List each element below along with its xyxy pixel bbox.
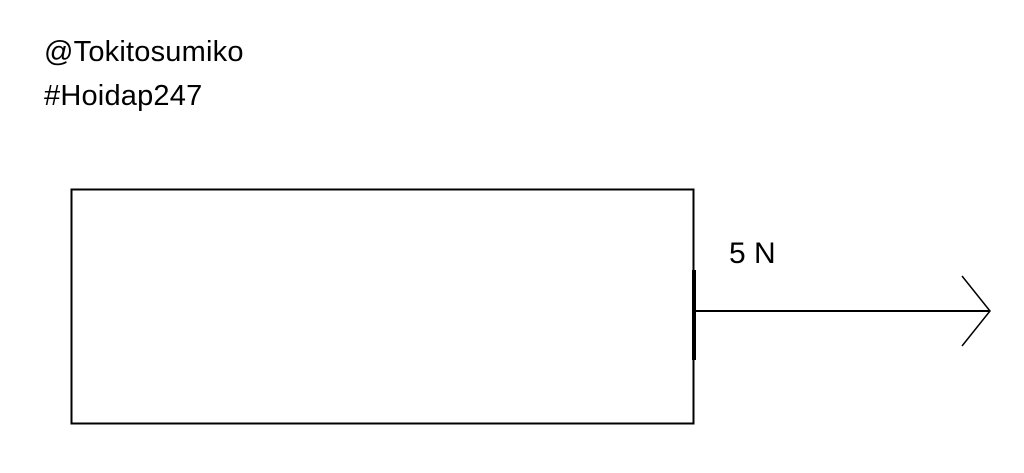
- watermark-handle: @Tokitosumiko: [44, 36, 244, 68]
- watermark-tag: #Hoidap247: [44, 80, 203, 112]
- block: [70, 188, 695, 425]
- force-arrow-head: [961, 275, 991, 347]
- force-label: 5 N: [729, 237, 776, 270]
- watermark: @Tokitosumiko #Hoidap247: [44, 30, 244, 118]
